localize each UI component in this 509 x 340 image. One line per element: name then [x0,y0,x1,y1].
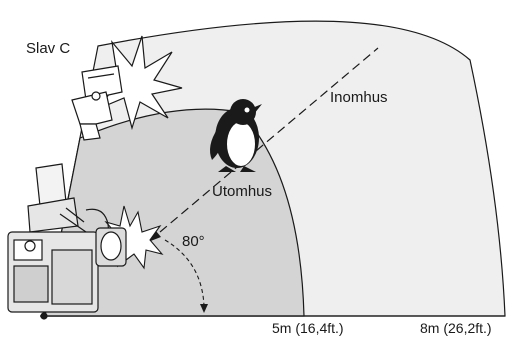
outdoor-label: Utomhus [212,183,272,200]
slave-label: Slav C [26,40,70,57]
outdoor-range-label: 5m (16,4ft.) [272,320,344,336]
angle-label: 80° [182,233,205,250]
indoor-label: Inomhus [330,89,388,106]
indoor-range-label: 8m (26,2ft.) [420,320,492,336]
